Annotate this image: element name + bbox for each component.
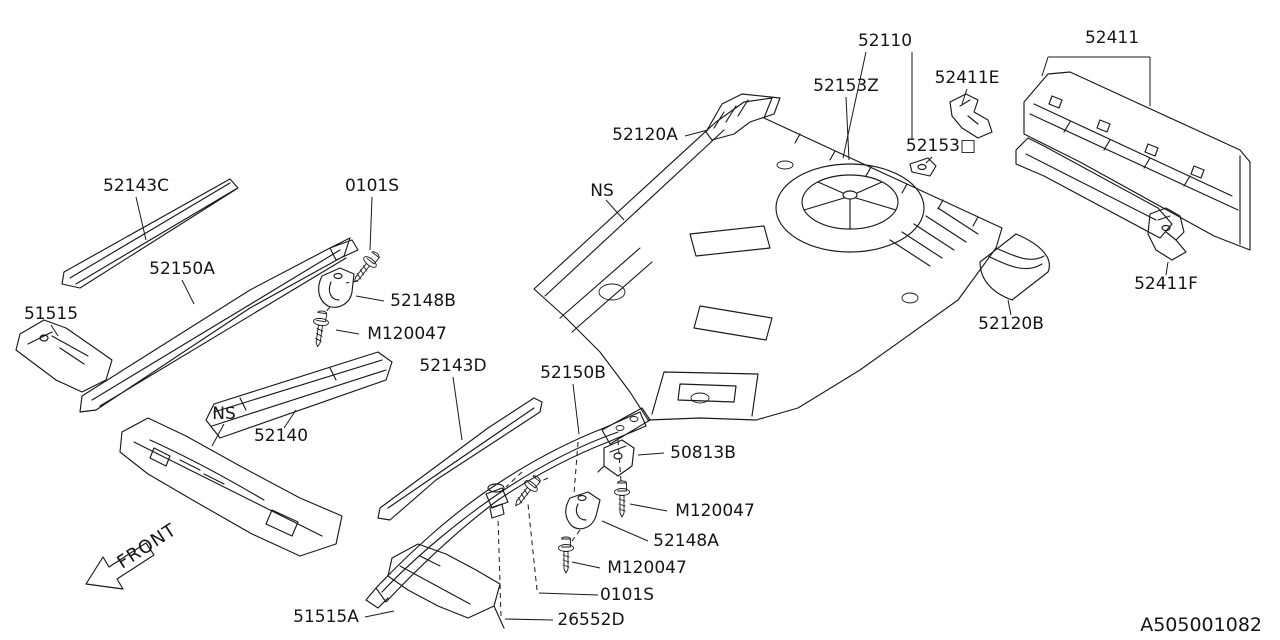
label-52153-clip: 52153□ [906,136,976,156]
label-52411: 52411 [1085,28,1139,48]
label-0101s-top: 0101S [345,176,399,196]
leader-0101s-bottom [538,592,599,596]
part-52150b-rail [365,407,651,609]
leader-52150a [181,279,195,305]
bolt-m120047-right-icon [614,480,630,518]
label-52143c: 52143C [103,176,169,196]
part-51515-bracket [15,319,113,393]
rail-end-holes [615,416,639,431]
leader-0101s-top [369,196,373,251]
leader-ns-top [605,199,625,221]
part-50813b-bracket [597,439,635,477]
label-52110: 52110 [858,31,912,51]
label-52411e: 52411E [935,68,1000,88]
label-52148b: 52148B [390,291,456,311]
label-m120047-right: M120047 [675,501,755,521]
label-52153z: 52153Z [813,76,879,96]
leader-50813b [637,452,665,456]
front-direction-arrow-icon [85,542,155,590]
leader-52140 [283,409,297,429]
leader-52143c [135,196,147,241]
leader-51515a [364,610,395,618]
label-26552d: 26552D [557,610,624,630]
part-52148b-bracket [318,267,355,308]
label-52143d: 52143D [419,356,486,376]
leader-52148a [601,520,649,542]
leader-m120047-right [629,503,668,512]
leader-52411e [961,88,968,105]
bolt-m120047-top-icon [309,309,331,349]
leader-51515 [50,324,59,337]
leader-ns-mid [211,423,225,447]
part-52411f-bracket [1147,207,1187,261]
label-52150a: 52150A [149,259,215,279]
part-52411e-bracket [949,93,993,139]
diagram-id: A505001082 [1140,614,1262,636]
label-52140: 52140 [254,426,308,446]
part-52411-rear-panel [1015,71,1251,251]
leader-lines [50,51,1169,621]
part-52411-lower-rail [1015,137,1173,239]
leader-52120a [684,129,709,137]
part-52150a-rail [79,237,359,413]
part-51515a-bracket [387,543,505,629]
leader-52153-clip [925,156,933,164]
leader-52411 [1041,56,1151,106]
label-52120a: 52120A [612,125,678,145]
fastener-callout-dashes [323,280,622,617]
leader-52148b [355,295,385,302]
leader-26552d [504,618,554,621]
label-ns-top: NS [590,181,614,201]
part-52143c-rail [61,178,239,289]
leader-52153z [845,96,850,161]
part-26552d-clamp [485,483,509,519]
leader-52411f [1165,261,1169,276]
label-51515a: 51515A [293,607,359,627]
label-52411f: 52411F [1134,274,1198,294]
front-label: FRONT [113,519,180,573]
label-52150b: 52150B [540,363,606,383]
part-52120b-bracket [979,233,1050,301]
label-52148a: 52148A [653,531,719,551]
label-m120047-top: M120047 [367,324,447,344]
label-m120047-mid: M120047 [607,558,687,578]
label-51515: 51515 [24,304,78,324]
label-ns-mid: NS [212,404,236,424]
leader-m120047-mid [571,561,601,569]
bolt-m120047-mid-icon [558,536,574,574]
part-52148a-bracket [565,491,601,530]
leader-52143d [452,376,463,441]
leader-m120047-top [335,329,360,335]
label-50813b: 50813B [670,443,736,463]
part-52153-clip [909,157,937,177]
part-52143d-rail [377,397,543,521]
part-52110-rear-floor-panel [533,97,1003,421]
leader-52120b [1007,299,1012,316]
label-0101s-bottom: 0101S [600,585,654,605]
label-52120b: 52120B [978,314,1044,334]
leader-52110 [842,51,913,159]
leader-52150b [572,383,580,435]
part-ns-front-floor [119,417,343,557]
part-52120a-bracket [705,93,781,141]
spare-tire-well [775,163,925,253]
floor-panel-holes [598,160,919,404]
part-52140-crossmember [205,351,393,439]
